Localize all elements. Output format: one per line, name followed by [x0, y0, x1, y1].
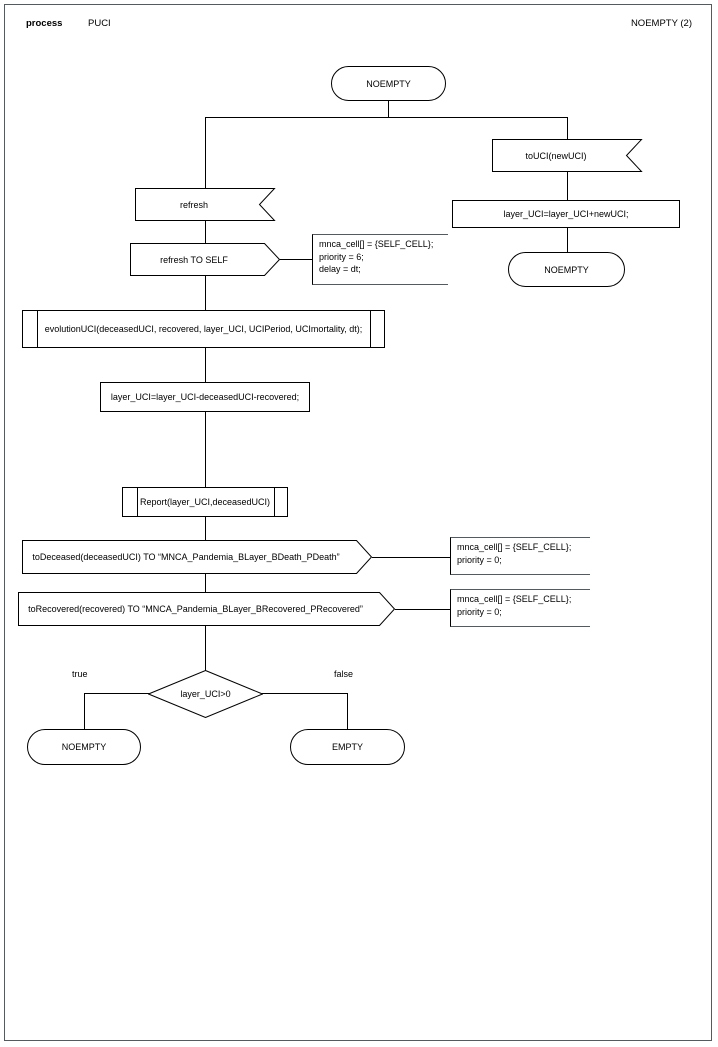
branch-label-true: true [72, 669, 88, 679]
connector-split-horizontal [205, 117, 568, 118]
output-to-recovered[interactable]: toRecovered(recovered) TO “MNCA_Pandemia… [18, 592, 396, 626]
connector-left-down [205, 117, 206, 188]
connector-proc2-to-output2 [205, 517, 206, 540]
task-layer-uci-subtract[interactable]: layer_UCI=layer_UCI-deceasedUCI-recovere… [100, 382, 310, 412]
connector-output2-to-output3 [205, 574, 206, 592]
connector-output3-to-decision [205, 626, 206, 679]
connector-start-down [388, 101, 389, 118]
connector-input-to-task [567, 172, 568, 200]
connector-comment-3 [395, 609, 450, 610]
connector-true-down [84, 693, 85, 729]
task-layer-uci-add[interactable]: layer_UCI=layer_UCI+newUCI; [452, 200, 680, 228]
procedure-report[interactable]: Report(layer_UCI,deceasedUCI) [122, 487, 288, 517]
connector-task1-to-proc2 [205, 412, 206, 487]
procedure-evolution-uci-label: evolutionUCI(deceasedUCI, recovered, lay… [44, 324, 363, 334]
procedure-evolution-uci[interactable]: evolutionUCI(deceasedUCI, recovered, lay… [22, 310, 385, 348]
branch-label-false: false [334, 669, 354, 679]
connector-task-to-state [567, 228, 568, 252]
connector-refresh-to-output [205, 221, 206, 243]
state-empty-false[interactable]: EMPTY [290, 729, 405, 765]
procedure-right-bar [370, 311, 371, 347]
output-refresh-to-self[interactable]: refresh TO SELF [130, 243, 281, 276]
output-to-deceased[interactable]: toDeceased(deceasedUCI) TO “MNCA_Pandemi… [22, 540, 373, 574]
state-start[interactable]: NOEMPTY [331, 66, 446, 101]
comment-refresh-params: mnca_cell[] = {SELF_CELL}; priority = 6;… [312, 234, 448, 285]
comment-to-recovered-params: mnca_cell[] = {SELF_CELL}; priority = 0; [450, 589, 590, 627]
connector-output-to-proc1 [205, 276, 206, 310]
state-noempty-true[interactable]: NOEMPTY [27, 729, 141, 765]
comment-to-deceased-params: mnca_cell[] = {SELF_CELL}; priority = 0; [450, 537, 590, 575]
connector-decision-false [262, 693, 348, 694]
procedure-report-label: Report(layer_UCI,deceasedUCI) [139, 497, 271, 507]
connector-comment-2 [372, 557, 450, 558]
header-kind: process [26, 18, 63, 29]
input-refresh[interactable]: refresh [135, 188, 276, 221]
page-frame [4, 4, 712, 1041]
decision-label: layer_UCI>0 [180, 689, 231, 699]
procedure-report-right-bar [274, 488, 275, 516]
connector-false-down [347, 693, 348, 729]
decision-layer-uci-positive[interactable]: layer_UCI>0 [147, 669, 264, 719]
connector-comment-1 [280, 259, 312, 260]
header-page-label: NOEMPTY (2) [630, 18, 692, 29]
connector-right-down [567, 117, 568, 139]
connector-proc1-to-task1 [205, 348, 206, 382]
procedure-report-left-bar [137, 488, 138, 516]
procedure-left-bar [37, 311, 38, 347]
header-name: PUCI [88, 18, 111, 29]
input-to-uci[interactable]: toUCI(newUCI) [492, 139, 643, 172]
state-noempty-right[interactable]: NOEMPTY [508, 252, 625, 287]
connector-decision-true [84, 693, 149, 694]
